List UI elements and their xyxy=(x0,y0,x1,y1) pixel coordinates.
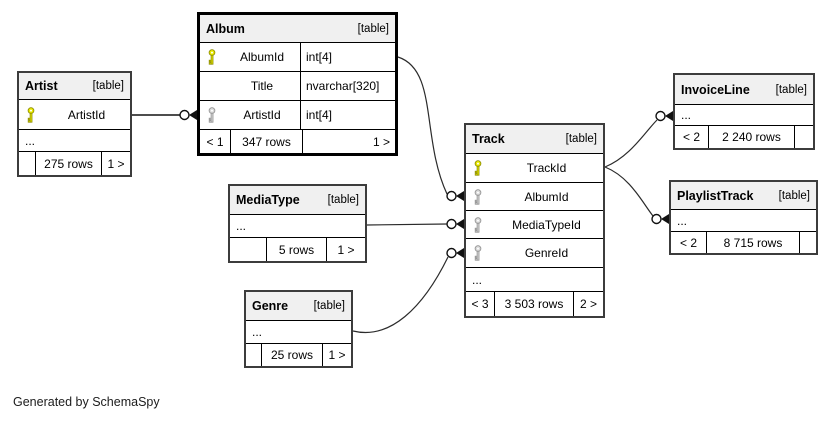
column-type: int[4] xyxy=(300,101,395,129)
footer-left: < 2 xyxy=(682,130,700,144)
column-name: MediaTypeId xyxy=(512,217,581,232)
table-name[interactable]: Album xyxy=(206,21,245,36)
column-row-artistid: ArtistId int[4] xyxy=(200,100,395,129)
primary-key-icon xyxy=(200,49,224,65)
column-row-albumid: AlbumId xyxy=(466,182,603,210)
column-name: Title xyxy=(250,79,274,93)
table-name[interactable]: MediaType xyxy=(236,193,300,207)
footer-left xyxy=(230,238,266,261)
table-footer: 5 rows 1 > xyxy=(230,237,365,261)
column-row-artistid: ArtistId xyxy=(19,99,130,129)
ellipsis-row: ... xyxy=(466,267,603,291)
table-album[interactable]: Album [table] AlbumId int[4] Title nvarc… xyxy=(197,12,398,156)
footer-row-count: 3 503 rows xyxy=(494,292,573,316)
table-mediatype[interactable]: MediaType [table] ... 5 rows 1 > xyxy=(228,184,367,263)
table-name[interactable]: Artist xyxy=(25,79,58,93)
schemaspy-credit: Generated by SchemaSpy xyxy=(13,395,160,409)
table-badge: [table] xyxy=(775,83,807,96)
column-name: AlbumId xyxy=(524,189,569,204)
column-name: ArtistId xyxy=(67,107,106,122)
column-row-genreid: GenreId xyxy=(466,238,603,267)
table-badge: [table] xyxy=(327,194,359,206)
table-badge: [table] xyxy=(313,300,345,312)
edge-artist-album xyxy=(132,109,197,121)
footer-left: < 3 xyxy=(471,297,489,311)
primary-key-icon xyxy=(19,106,43,123)
footer-row-count: 347 rows xyxy=(230,130,302,153)
footer-left xyxy=(19,152,35,175)
column-row-trackid: TrackId xyxy=(466,153,603,182)
table-badge: [table] xyxy=(357,22,389,35)
table-footer: < 3 3 503 rows 2 > xyxy=(466,291,603,316)
footer-row-count: 25 rows xyxy=(261,344,322,366)
table-footer: 25 rows 1 > xyxy=(246,343,351,366)
primary-key-icon xyxy=(466,160,490,176)
table-track[interactable]: Track [table] TrackId AlbumId MediaTypeI… xyxy=(464,123,605,318)
table-name[interactable]: Track xyxy=(472,132,505,146)
table-footer: 275 rows 1 > xyxy=(19,151,130,175)
column-type: int[4] xyxy=(300,43,395,71)
table-artist-header[interactable]: Artist [table] xyxy=(19,73,130,99)
table-footer: < 1 347 rows 1 > xyxy=(200,129,395,153)
edge-track-playlisttrack xyxy=(604,166,669,225)
ellipsis-row: ... xyxy=(671,209,816,231)
column-name: GenreId xyxy=(524,246,569,260)
table-badge: [table] xyxy=(565,133,597,145)
edge-album-track xyxy=(397,56,464,202)
foreign-key-icon xyxy=(466,245,490,261)
table-genre[interactable]: Genre [table] ... 25 rows 1 > xyxy=(244,290,353,368)
footer-row-count: 2 240 rows xyxy=(708,126,794,148)
edge-mediatype-track xyxy=(366,218,464,230)
footer-row-count: 5 rows xyxy=(266,238,326,261)
table-badge: [table] xyxy=(92,80,124,92)
table-artist[interactable]: Artist [table] ArtistId ... 275 rows 1 > xyxy=(17,71,132,177)
foreign-key-icon xyxy=(466,216,490,233)
table-footer: < 2 8 715 rows xyxy=(671,231,816,253)
column-name: AlbumId xyxy=(239,50,285,64)
footer-right xyxy=(799,232,816,253)
footer-row-count: 275 rows xyxy=(35,152,101,175)
column-type: nvarchar[320] xyxy=(300,72,395,100)
footer-row-count: 8 715 rows xyxy=(706,232,799,253)
table-invoiceline[interactable]: InvoiceLine [table] ... < 2 2 240 rows xyxy=(673,73,815,150)
footer-right: 1 > xyxy=(326,238,365,261)
column-row-title: Title nvarchar[320] xyxy=(200,71,395,100)
edge-track-invoiceline xyxy=(604,110,673,168)
footer-right: 1 > xyxy=(302,130,395,153)
foreign-key-icon xyxy=(466,188,490,205)
foreign-key-icon xyxy=(200,107,224,123)
table-playlisttrack[interactable]: PlaylistTrack [table] ... < 2 8 715 rows xyxy=(669,180,818,255)
footer-right: 2 > xyxy=(573,292,603,316)
table-playlisttrack-header[interactable]: PlaylistTrack [table] xyxy=(671,182,816,209)
footer-right xyxy=(794,126,813,148)
ellipsis-row: ... xyxy=(19,129,130,151)
table-album-header[interactable]: Album [table] xyxy=(200,15,395,42)
table-footer: < 2 2 240 rows xyxy=(675,125,813,148)
edge-genre-track xyxy=(352,247,464,334)
footer-right: 1 > xyxy=(322,344,351,366)
table-genre-header[interactable]: Genre [table] xyxy=(246,292,351,320)
column-name: ArtistId xyxy=(243,108,281,122)
footer-right: 1 > xyxy=(101,152,130,175)
footer-left xyxy=(246,344,261,366)
table-mediatype-header[interactable]: MediaType [table] xyxy=(230,186,365,214)
column-name: TrackId xyxy=(526,161,567,175)
footer-left: < 2 xyxy=(679,235,697,250)
table-track-header[interactable]: Track [table] xyxy=(466,125,603,153)
table-badge: [table] xyxy=(778,189,810,202)
table-name[interactable]: InvoiceLine xyxy=(681,82,750,97)
column-row-albumid: AlbumId int[4] xyxy=(200,42,395,71)
column-row-mediatypeid: MediaTypeId xyxy=(466,210,603,238)
ellipsis-row: ... xyxy=(675,104,813,125)
ellipsis-row: ... xyxy=(230,214,365,237)
footer-left: < 1 xyxy=(206,134,224,149)
ellipsis-row: ... xyxy=(246,320,351,343)
table-name[interactable]: Genre xyxy=(252,299,289,313)
table-invoiceline-header[interactable]: InvoiceLine [table] xyxy=(675,75,813,104)
table-name[interactable]: PlaylistTrack xyxy=(677,188,754,203)
